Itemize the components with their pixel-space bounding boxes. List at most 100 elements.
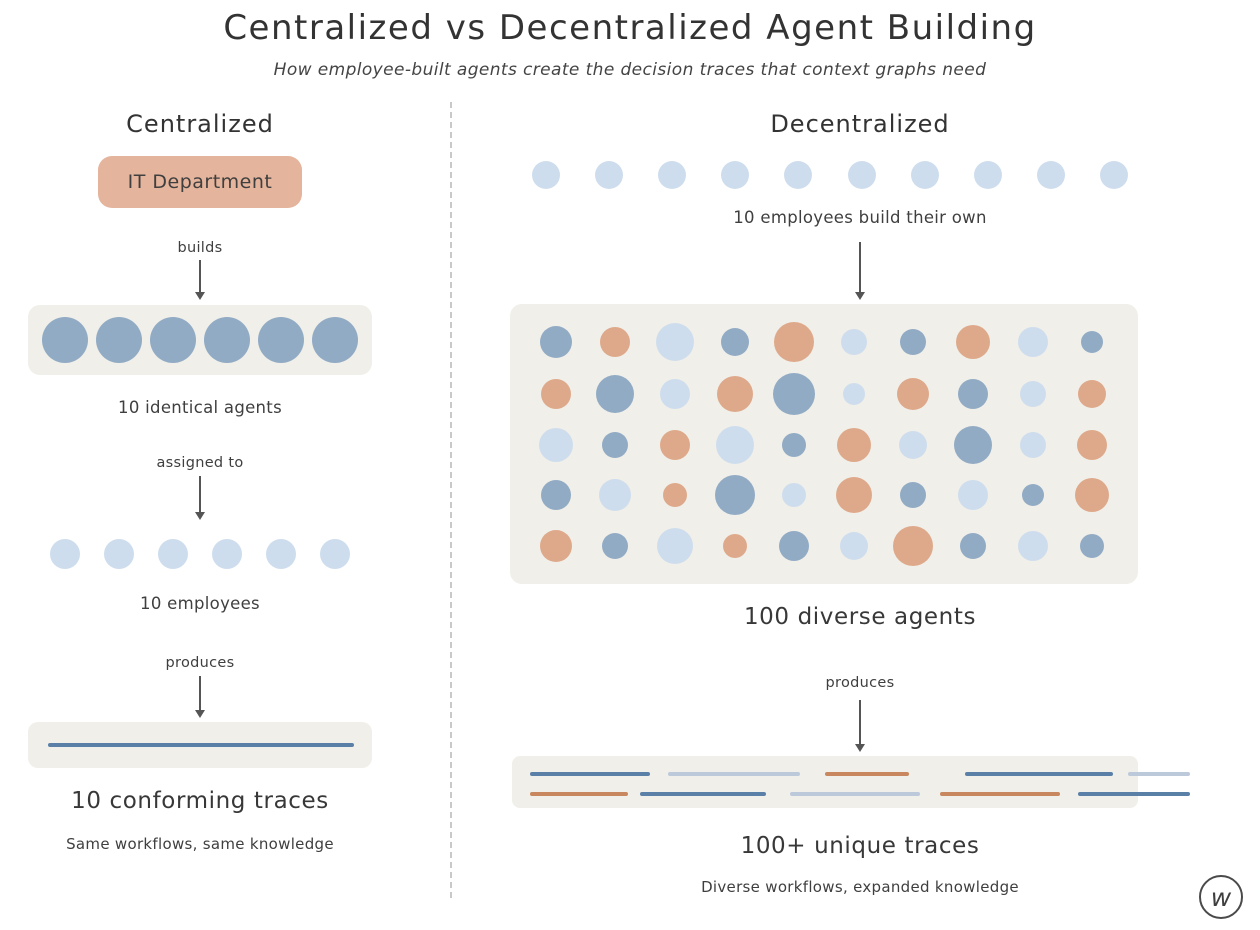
agent-grid-cell (1021, 484, 1044, 507)
agent-grid-cell (538, 427, 573, 462)
identical-agents-label: 10 identical agents (118, 398, 282, 417)
unique-trace-line (790, 792, 920, 796)
agent-dot (782, 432, 807, 457)
agent-dot (715, 425, 754, 464)
agent-dot (540, 378, 571, 409)
agent-grid-cell (840, 328, 867, 355)
diverse-agents-label: 100 diverse agents (743, 604, 977, 630)
agent-dot (655, 322, 694, 361)
agent-grid-cell (1077, 429, 1108, 460)
agent-grid-cell (1017, 326, 1048, 357)
agent-dot (779, 531, 810, 562)
unique-trace-line (940, 792, 1060, 796)
agent-dot (532, 161, 560, 189)
agent-dot (842, 382, 865, 405)
agent-dot (835, 477, 872, 514)
agent-dot (774, 321, 815, 362)
agent-dot (900, 482, 927, 509)
agent-dot (602, 533, 629, 560)
builds-arrow (195, 260, 205, 300)
conforming-traces-subtitle: Same workflows, same knowledge (66, 835, 334, 853)
agent-grid-cell (959, 533, 986, 560)
agent-dot (1019, 431, 1046, 458)
agent-dot (1019, 380, 1046, 407)
unique-traces-subtitle: Diverse workflows, expanded knowledge (701, 878, 1019, 896)
agent-dot (900, 328, 927, 355)
unique-trace-line (668, 772, 800, 776)
agent-grid-cell (782, 483, 807, 508)
agent-dot (599, 479, 632, 512)
agent-grid-cell (1078, 379, 1107, 408)
agent-grid-cell (899, 430, 928, 459)
agent-dot (1017, 531, 1048, 562)
agent-dot (957, 480, 988, 511)
conforming-trace-line (48, 743, 354, 747)
agent-grid-cell (955, 324, 990, 359)
agent-dot (847, 161, 876, 189)
agent-grid-cell (720, 327, 749, 356)
agent-grid-cell (655, 322, 694, 361)
assigned-to-label: assigned to (156, 455, 244, 471)
agent-dot (662, 483, 687, 508)
agent-dot (955, 324, 990, 359)
agent-grid-cell (836, 427, 871, 462)
agent-dot (596, 374, 635, 413)
agent-dot (659, 378, 690, 409)
decentralized-employees-row (532, 160, 1128, 190)
agent-dot (659, 429, 690, 460)
column-divider (450, 102, 452, 898)
agent-dot (957, 378, 988, 409)
unique-trace-line (530, 792, 628, 796)
agent-grid-cell (957, 378, 988, 409)
agent-dot (773, 372, 816, 415)
conforming-traces-panel (28, 722, 372, 768)
build-their-own-label: 10 employees build their own (733, 208, 987, 227)
brand-logo: w (1199, 875, 1243, 919)
agent-grid-cell (953, 425, 992, 464)
agent-grid-cell (1019, 431, 1046, 458)
agent-grid-cell (893, 526, 934, 567)
agent-dot (953, 425, 992, 464)
unique-trace-line (965, 772, 1113, 776)
assigned-to-arrow (195, 476, 205, 520)
agent-dot (1017, 326, 1048, 357)
agent-grid-cell (716, 375, 753, 412)
agent-grid-cell (656, 528, 693, 565)
agent-dot (158, 539, 188, 569)
agent-grid-cell (602, 431, 629, 458)
unique-trace-line (825, 772, 909, 776)
agent-dot (540, 480, 571, 511)
agent-grid-cell (540, 378, 571, 409)
agent-dot (1075, 478, 1110, 513)
agent-dot (784, 161, 813, 189)
agent-grid-cell (659, 429, 690, 460)
it-department-box: IT Department (98, 156, 302, 208)
agent-grid-cell (662, 483, 687, 508)
agent-grid-cell (539, 530, 572, 563)
agent-grid-cell (957, 480, 988, 511)
agent-dot (720, 327, 749, 356)
agent-dot (1021, 484, 1044, 507)
diverse-agents-panel (510, 304, 1138, 584)
page-title: Centralized vs Decentralized Agent Build… (223, 8, 1037, 48)
agent-dot (910, 161, 939, 189)
agent-grid-cell (659, 378, 690, 409)
unique-traces-panel (512, 756, 1190, 808)
agent-grid-cell (900, 328, 927, 355)
agent-grid-cell (1019, 380, 1046, 407)
agent-dot (893, 526, 934, 567)
conforming-traces-heading: 10 conforming traces (71, 788, 329, 814)
agent-dot (899, 430, 928, 459)
agent-dot (42, 317, 88, 363)
agent-grid-cell (1081, 330, 1104, 353)
agent-dot (1080, 534, 1105, 559)
agent-grid-cell (1080, 534, 1105, 559)
agent-grid-cell (539, 325, 572, 358)
agent-dot (266, 539, 296, 569)
agent-dot (782, 483, 807, 508)
unique-trace-line (530, 772, 650, 776)
agent-grid-cell (774, 321, 815, 362)
agent-dot (897, 377, 930, 410)
agent-grid-cell (782, 432, 807, 457)
